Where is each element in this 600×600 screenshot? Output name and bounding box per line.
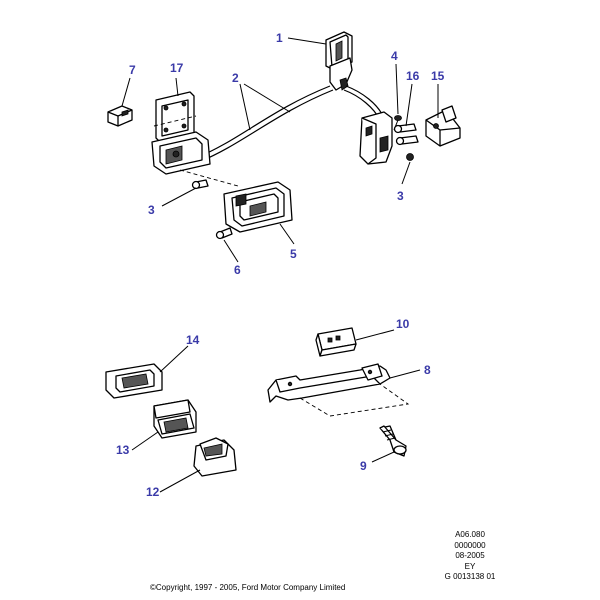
part-10-clip — [315, 327, 357, 357]
callout-3a: 3 — [148, 203, 155, 217]
callout-9: 9 — [360, 459, 367, 473]
callout-15: 15 — [431, 69, 445, 83]
leader-4 — [395, 63, 399, 115]
part-16-screws — [393, 123, 419, 146]
ref-line-2: 0000000 — [454, 540, 486, 550]
part-1-handle-bracket — [325, 31, 353, 91]
leader-12 — [159, 469, 201, 493]
reference-block: A06.080 0000000 08-2005 EY G 0013138 01 — [440, 530, 500, 583]
callout-3b: 3 — [397, 189, 404, 203]
callout-14: 14 — [186, 333, 200, 347]
part-6-screw — [215, 227, 233, 240]
part-12-handle-cover — [193, 437, 237, 477]
callout-8: 8 — [424, 363, 431, 377]
leader-3b — [401, 161, 411, 185]
part-3-screw-right — [406, 153, 414, 161]
leader-3a — [161, 187, 197, 207]
part-15-latch-bracket — [425, 105, 461, 147]
part-14-gasket — [105, 363, 163, 399]
callout-2: 2 — [232, 71, 239, 85]
leader-1 — [287, 37, 327, 45]
part-3-screw-left — [191, 179, 209, 190]
leader-16 — [405, 83, 413, 127]
ref-line-4: EY — [464, 561, 476, 571]
callout-12: 12 — [146, 485, 160, 499]
leader-10 — [355, 329, 395, 341]
callout-17: 17 — [170, 61, 184, 75]
callout-7: 7 — [129, 63, 136, 77]
leader-7 — [121, 77, 131, 107]
leader-6 — [223, 239, 239, 263]
assembly-line-housing — [179, 169, 239, 187]
ref-line-5: G 0013138 01 — [444, 572, 496, 581]
callout-1: 1 — [276, 31, 283, 45]
part-4-latch-assembly — [359, 111, 393, 165]
leader-8 — [389, 369, 421, 379]
callout-16: 16 — [406, 69, 420, 83]
part-8-bracket — [267, 363, 410, 417]
part-17-mounting-plate — [153, 91, 197, 143]
leader-2a — [239, 83, 251, 131]
leader-2b — [243, 83, 291, 113]
leader-14 — [159, 345, 189, 373]
part-9-screw — [379, 425, 407, 457]
part-2-cable — [195, 85, 385, 163]
leader-13 — [131, 431, 159, 451]
leader-17 — [175, 77, 179, 97]
part-5-handle-escutcheon — [223, 181, 293, 233]
part-13-bezel — [153, 399, 197, 439]
inner-handle-housing — [151, 131, 211, 175]
ref-line-3: 08-2005 — [455, 551, 485, 560]
callout-4: 4 — [391, 49, 398, 63]
leader-9 — [371, 451, 395, 463]
callout-13: 13 — [116, 443, 130, 457]
ref-line-1: A06.080 — [455, 530, 485, 539]
leader-5 — [279, 223, 295, 245]
callout-5: 5 — [290, 247, 297, 261]
part-7-clip — [107, 105, 133, 127]
callout-10: 10 — [396, 317, 410, 331]
callout-6: 6 — [234, 263, 241, 277]
copyright-notice: ©Copyright, 1997 - 2005, Ford Motor Comp… — [150, 583, 346, 592]
